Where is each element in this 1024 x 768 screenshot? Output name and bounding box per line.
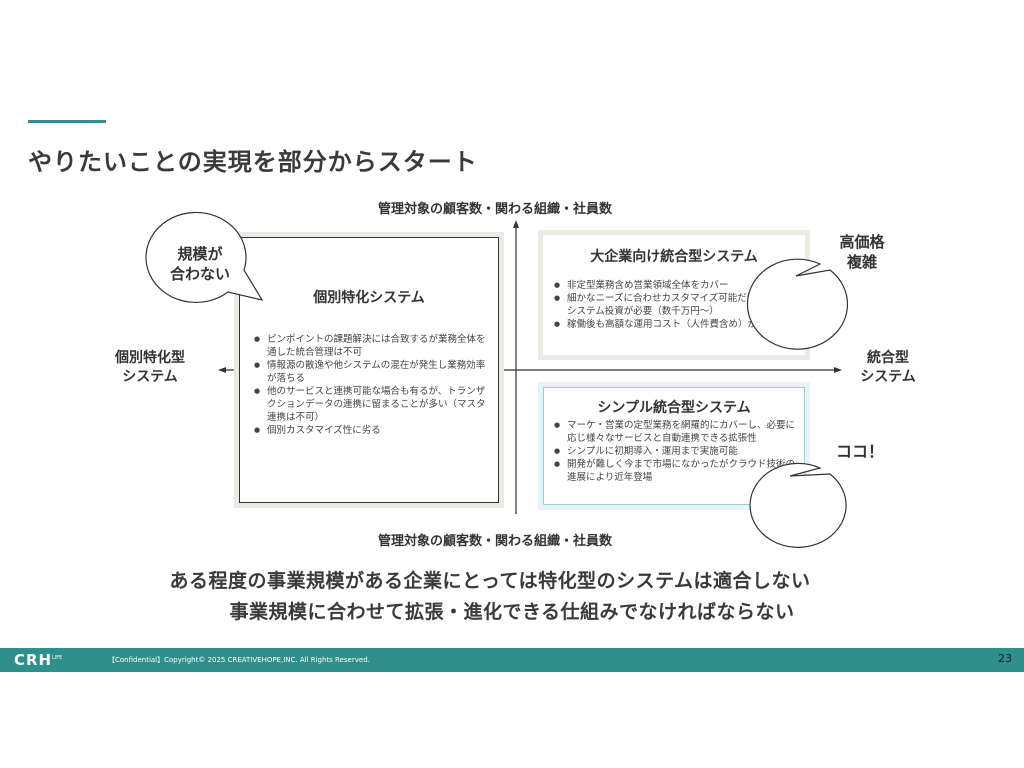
individual-system-bullets: ピンポイントの課題解決には合致するが業務全体を通した統合管理は不可 情報源の散逸… xyxy=(253,333,487,437)
list-item: 稼働後も高額な運用コスト（人件費含め）が発生 xyxy=(553,318,797,331)
title-accent-line xyxy=(28,120,106,123)
enterprise-system-bullets: 非定型業務含め営業領域全体をカバー 細かなニーズに合わせカスタマイズ可能だが、高… xyxy=(553,279,797,331)
bubble-top-right-line1: 高価格 xyxy=(839,233,885,251)
bubble-left-text: 規模が 合わない xyxy=(160,244,240,284)
simple-integrated-system-box: シンプル統合型システム マーケ・営業の定型業務を網羅的にカバーし、必要に応じ様々… xyxy=(538,382,810,510)
axis-label-left: 個別特化型 システム xyxy=(105,349,195,387)
individual-system-box-border xyxy=(239,237,499,503)
list-item: シンプルに初期導入・運用まで実施可能 xyxy=(553,445,797,458)
crh-logo-sub: LIFE xyxy=(52,655,63,661)
page-number: 23 xyxy=(998,652,1012,665)
simple-integrated-system-box-border xyxy=(543,387,805,505)
bubble-bottom-right-text: ココ！ xyxy=(835,442,884,461)
enterprise-system-title: 大企業向け統合型システム xyxy=(590,249,758,265)
axis-label-top: 管理対象の顧客数・関わる組織・社員数 xyxy=(378,202,613,217)
axis-label-bottom: 管理対象の顧客数・関わる組織・社員数 xyxy=(378,534,613,549)
axis-label-right: 統合型 システム xyxy=(843,349,933,387)
list-item: 細かなニーズに合わせカスタマイズ可能だが、高額なシステム投資が必要（数千万円〜） xyxy=(553,292,797,318)
slide-title: やりたいことの実現を部分からスタート xyxy=(28,148,478,176)
individual-system-box: 個別特化システム ピンポイントの課題解決には合致するが業務全体を通した統合管理は… xyxy=(234,232,504,508)
axis-label-right-line2: システム xyxy=(860,369,916,385)
axis-arrow-left xyxy=(218,367,226,373)
bubble-top-right-line2: 複雑 xyxy=(846,253,877,271)
list-item: マーケ・営業の定型業務を網羅的にカバーし、必要に応じ様々なサービスと自動連携でき… xyxy=(553,419,797,445)
bubble-top-right-text: 高価格 複雑 xyxy=(822,232,902,272)
footer-bar: CRH LIFE 【Confidential】Copyright© 2025 C… xyxy=(0,648,1024,672)
copyright-text: 【Confidential】Copyright© 2025 CREATIVEHO… xyxy=(108,656,370,664)
enterprise-system-box: 大企業向け統合型システム 非定型業務含め営業領域全体をカバー 細かなニーズに合わ… xyxy=(538,230,810,360)
list-item: ピンポイントの課題解決には合致するが業務全体を通した統合管理は不可 xyxy=(253,333,487,359)
list-item: 他のサービスと連携可能な場合も有るが、トランザクションデータの連携に留まることが… xyxy=(253,385,487,424)
axis-label-right-line1: 統合型 xyxy=(867,350,909,366)
list-item: 個別カスタマイズ性に劣る xyxy=(253,424,487,437)
simple-integrated-system-bullets: マーケ・営業の定型業務を網羅的にカバーし、必要に応じ様々なサービスと自動連携でき… xyxy=(553,419,797,484)
list-item: 情報源の散逸や他システムの混在が発生し業務効率が落ちる xyxy=(253,359,487,385)
list-item: 開発が難しく今まで市場になかったがクラウド技術の進展により近年登場 xyxy=(553,458,797,484)
simple-integrated-system-title: シンプル統合型システム xyxy=(597,400,751,416)
summary-line-1: ある程度の事業規模がある企業にとっては特化型のシステムは適合しない xyxy=(169,570,811,592)
summary-line-2: 事業規模に合わせて拡張・進化できる仕組みでなければならない xyxy=(229,601,795,623)
axis-label-left-line1: 個別特化型 xyxy=(115,350,185,366)
bubble-left-line2: 合わない xyxy=(169,265,230,283)
axis-label-left-line2: システム xyxy=(122,369,178,385)
crh-logo: CRH xyxy=(14,651,53,669)
vertical-axis-arrow xyxy=(513,220,519,228)
bubble-left-line1: 規模が xyxy=(177,245,223,263)
axis-arrow-right xyxy=(834,367,842,373)
individual-system-title: 個別特化システム xyxy=(313,290,425,306)
list-item: 非定型業務含め営業領域全体をカバー xyxy=(553,279,797,292)
